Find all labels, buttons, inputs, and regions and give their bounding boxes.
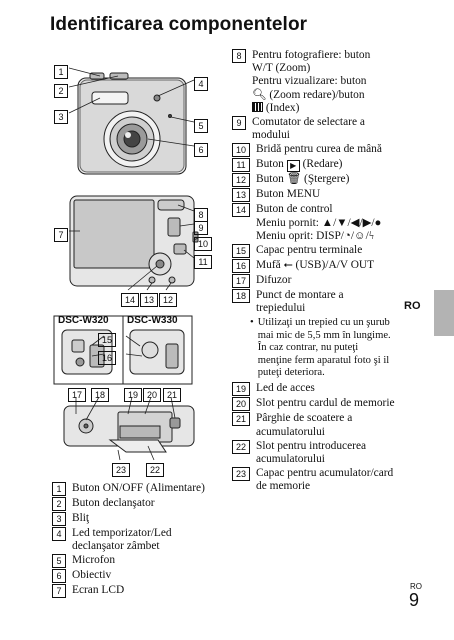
camera-front-view [77,72,187,175]
callout-14: 14 [121,290,139,308]
right-parts-list: 8 Pentru fotografiere: buton W/T (Zoom) … [232,49,412,495]
callout-10: 10 [194,234,212,252]
page-title: Identificarea componentelor [50,14,308,35]
callout-7: 7 [54,225,68,243]
tripod-note: • Utilizaţi un trepied cu un şurub mai m… [250,317,391,379]
list-item: 11 Buton ▶ (Redare) [232,158,412,173]
callout-1: 1 [54,62,68,80]
index-icon [252,101,263,112]
smile-icon: ☺ [354,229,366,242]
callout-9: 9 [194,218,208,236]
callout-17: 17 [68,385,86,403]
side-detail-w330 [129,329,185,375]
list-item: 16 Mufă ⭠ (USB)/A/V OUT [232,259,412,274]
callout-19: 19 [124,385,142,403]
callout-3: 3 [54,107,68,125]
callout-5: 5 [194,116,208,134]
language-tab-label: RO [404,300,421,312]
playback-icon: ▶ [286,160,300,173]
list-item: 14 Buton de control Meniu pornit: ▲/▼/◀/… [232,203,412,243]
callout-23: 23 [112,460,130,478]
callout-2: 2 [54,81,68,99]
callout-16: 16 [98,348,116,366]
flash-icon: ϟ [368,229,374,242]
side-detail-w320 [61,329,113,375]
zoom-playback-icon: 🔍︎ [252,88,267,101]
page-language: RO [410,582,422,591]
callout-20: 20 [143,385,161,403]
callout-18: 18 [91,385,109,403]
callout-6: 6 [194,140,208,158]
camera-bottom-view [63,405,195,453]
language-tab-marker [434,290,454,336]
callout-22: 22 [146,460,164,478]
usb-icon: ⭠ [283,259,293,272]
model-label-w330: DSC-W330 [127,315,178,326]
camera-back-view [69,195,199,287]
list-item: 8 Pentru fotografiere: buton W/T (Zoom) … [232,49,412,115]
callout-12: 12 [159,290,177,308]
callout-21: 21 [163,385,181,403]
callout-15: 15 [98,330,116,348]
callout-11: 11 [194,252,212,270]
callout-13: 13 [140,290,158,308]
model-label-w320: DSC-W320 [58,315,109,326]
callout-4: 4 [194,74,208,92]
list-item: 12 Buton 🗑︎ (Ştergere) [232,173,412,188]
page-number: 9 [409,590,420,610]
self-timer-icon: ◔ [343,229,351,242]
trash-icon: 🗑︎ [286,173,302,186]
